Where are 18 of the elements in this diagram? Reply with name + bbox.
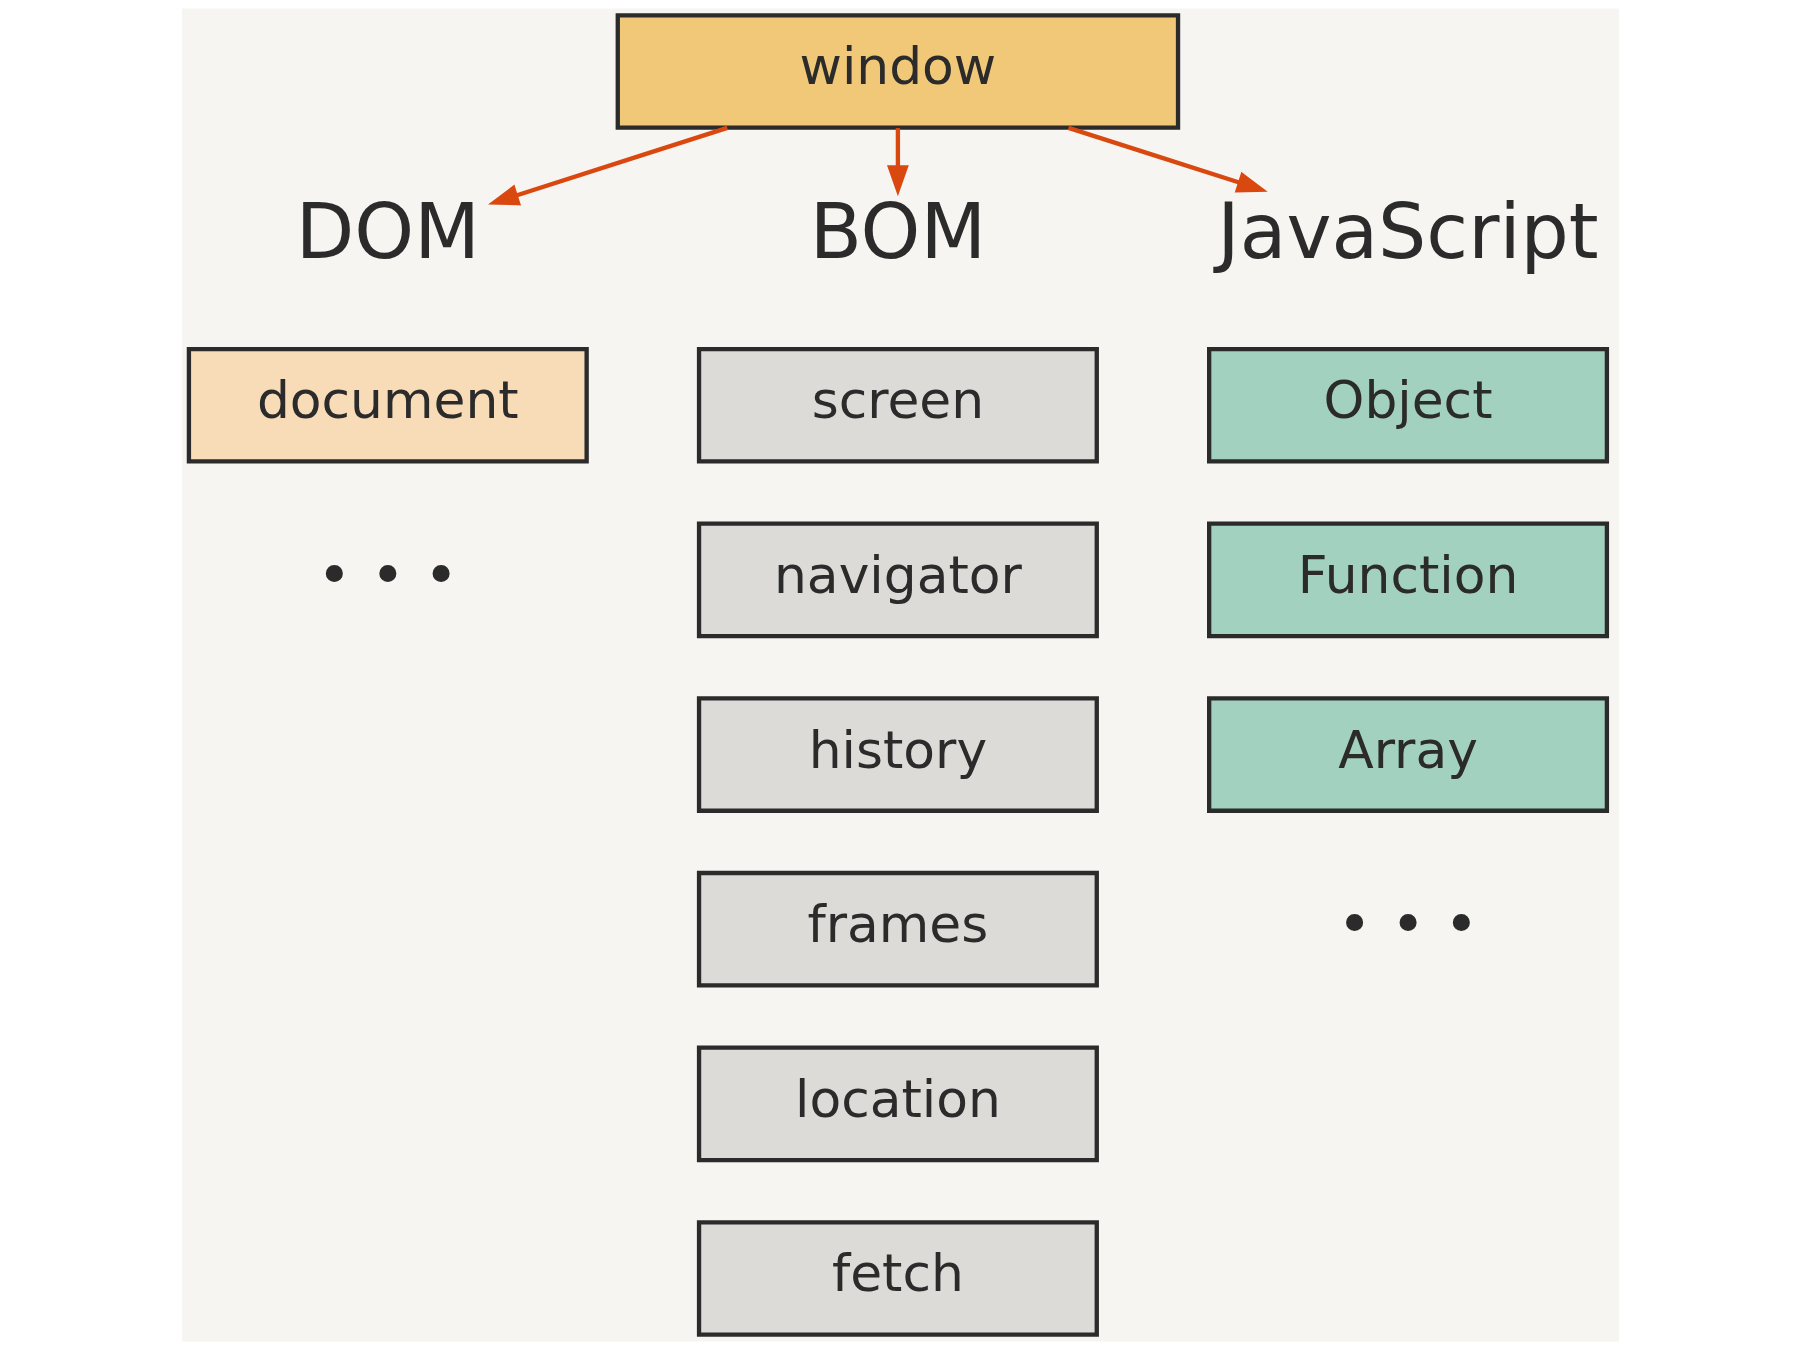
node-text: DOM	[295, 186, 480, 276]
node-box: window	[615, 13, 1180, 130]
node-box: fetch	[696, 1220, 1099, 1337]
node-text: BOM	[809, 186, 986, 276]
node-label: • • •	[316, 539, 458, 609]
node-label: • • •	[1336, 889, 1479, 959]
node-box: history	[696, 696, 1099, 813]
arrow	[1067, 125, 1268, 193]
node-box: frames	[696, 870, 1099, 988]
node-box: navigator	[696, 521, 1099, 639]
node-box: location	[696, 1045, 1099, 1163]
node-box: screen	[696, 346, 1099, 464]
arrow	[487, 125, 728, 206]
node-box: Array	[1206, 696, 1609, 813]
node-box: Object	[1206, 346, 1609, 464]
node-box: Function	[1206, 521, 1609, 639]
arrow	[886, 128, 909, 197]
node-box: document	[186, 346, 589, 464]
